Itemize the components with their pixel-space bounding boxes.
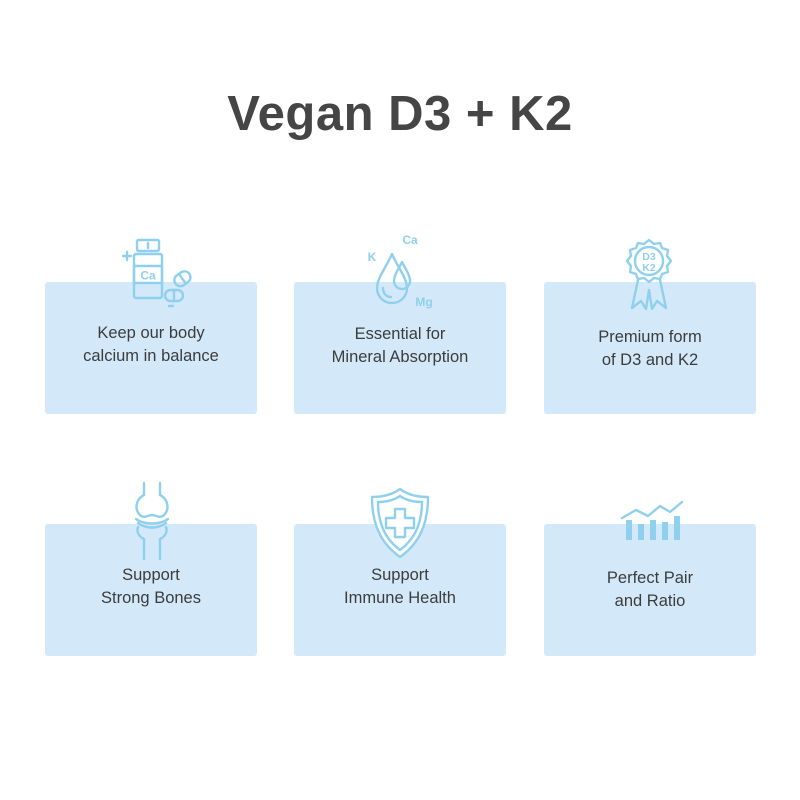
k-icon-label: K — [368, 250, 377, 264]
card-strong-bones — [45, 524, 257, 656]
shield-cross-icon — [370, 487, 430, 559]
card-caption: Premium form of D3 and K2 — [598, 328, 702, 369]
card-caption: Essential for Mineral Absorption — [331, 325, 469, 366]
card-mineral-absorption — [294, 282, 506, 414]
card-caption: Perfect Pair and Ratio — [606, 569, 694, 610]
page-title: Vegan D3 + K2 — [227, 87, 573, 141]
card-caption: Support Strong Bones — [101, 566, 201, 607]
mg-icon-label: Mg — [415, 295, 432, 309]
mineral-drop-icon: K Ca Mg — [366, 232, 442, 310]
card-caption: Keep our body calcium in balance — [83, 324, 219, 365]
card-perfect-ratio — [544, 524, 756, 656]
ca-icon-label: Ca — [402, 233, 418, 247]
bone-joint-icon — [130, 481, 174, 561]
calcium-bottle-pills-icon: Ca — [120, 238, 196, 310]
card-caption: Support Immune Health — [344, 566, 456, 607]
bar-chart-trend-icon — [620, 500, 684, 542]
card-calcium-balance — [45, 282, 257, 414]
k2-icon-label: K2 — [642, 262, 656, 274]
ca-icon-label: Ca — [140, 269, 156, 283]
d3-icon-label: D3 — [642, 251, 656, 263]
premium-badge-icon: D3 K2 — [612, 238, 688, 316]
